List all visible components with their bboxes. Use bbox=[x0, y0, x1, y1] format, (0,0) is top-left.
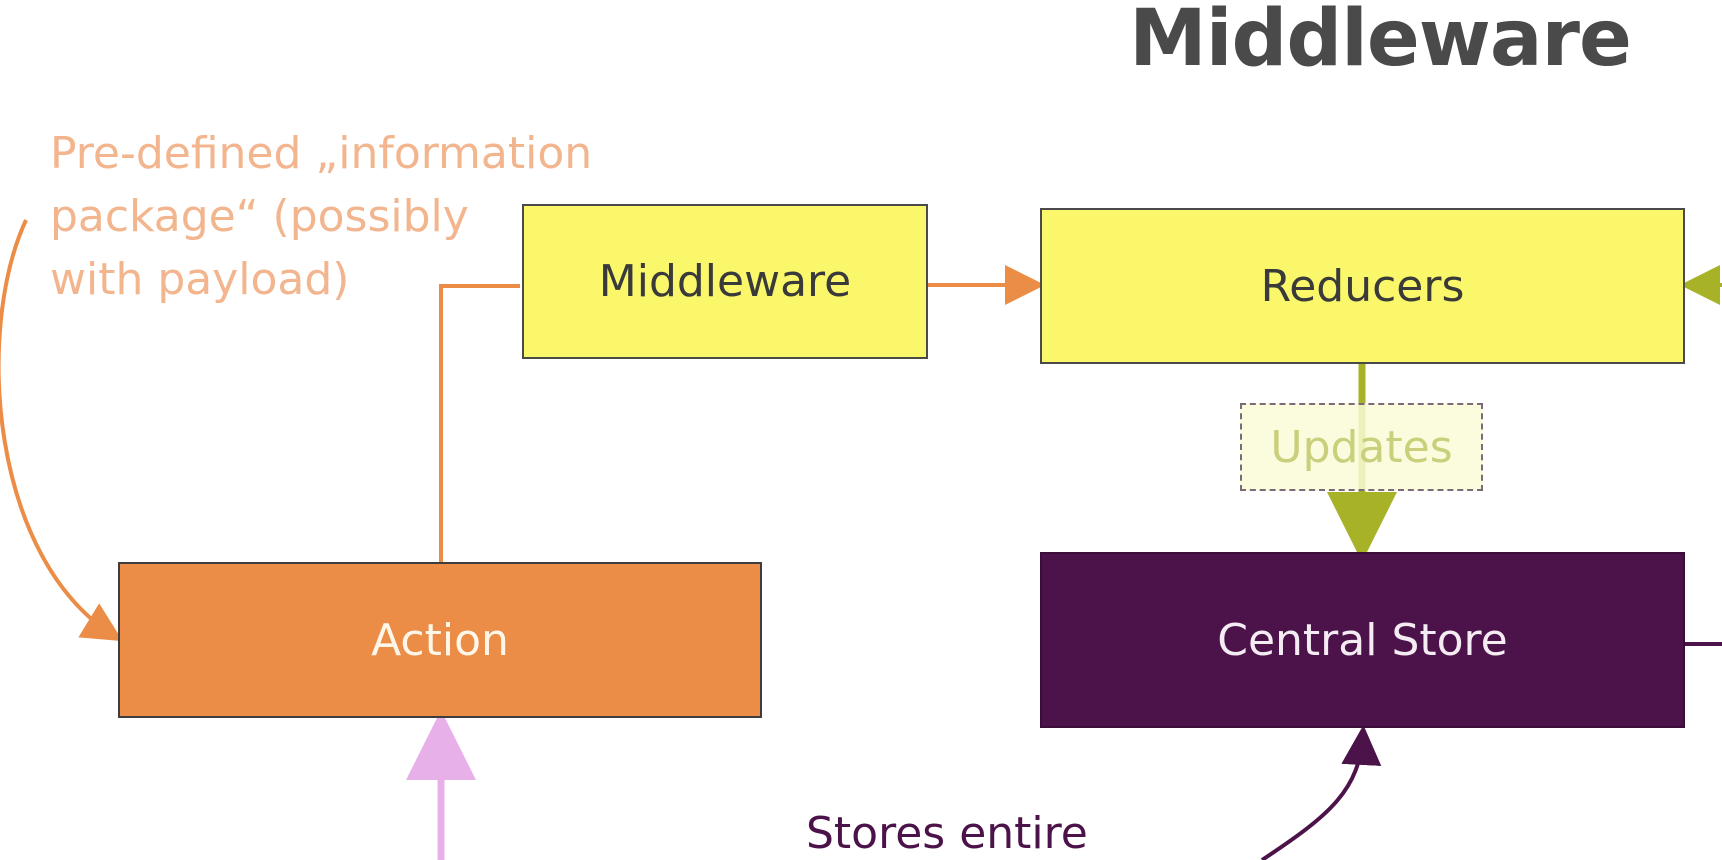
arrow-note-to-action bbox=[0, 219, 123, 642]
action-description-note: Pre-defined „information package“ (possi… bbox=[50, 128, 593, 305]
stores-label: Stores entire bbox=[806, 808, 1088, 859]
reducers-label: Reducers bbox=[1260, 260, 1465, 312]
middleware-label: Middleware bbox=[598, 256, 852, 307]
action-label: Action bbox=[371, 614, 509, 666]
page-title: Middleware bbox=[1129, 0, 1632, 84]
central-store-box: Central Store bbox=[1040, 552, 1685, 728]
middleware-box: Middleware bbox=[522, 204, 928, 359]
arrow-action-to-middleware bbox=[439, 284, 520, 563]
reducers-box: Reducers bbox=[1040, 208, 1685, 364]
central-store-label: Central Store bbox=[1217, 614, 1508, 666]
action-box: Action bbox=[118, 562, 762, 718]
arrow-into-store-bottom bbox=[1260, 725, 1382, 860]
updates-label: Updates bbox=[1240, 403, 1483, 491]
